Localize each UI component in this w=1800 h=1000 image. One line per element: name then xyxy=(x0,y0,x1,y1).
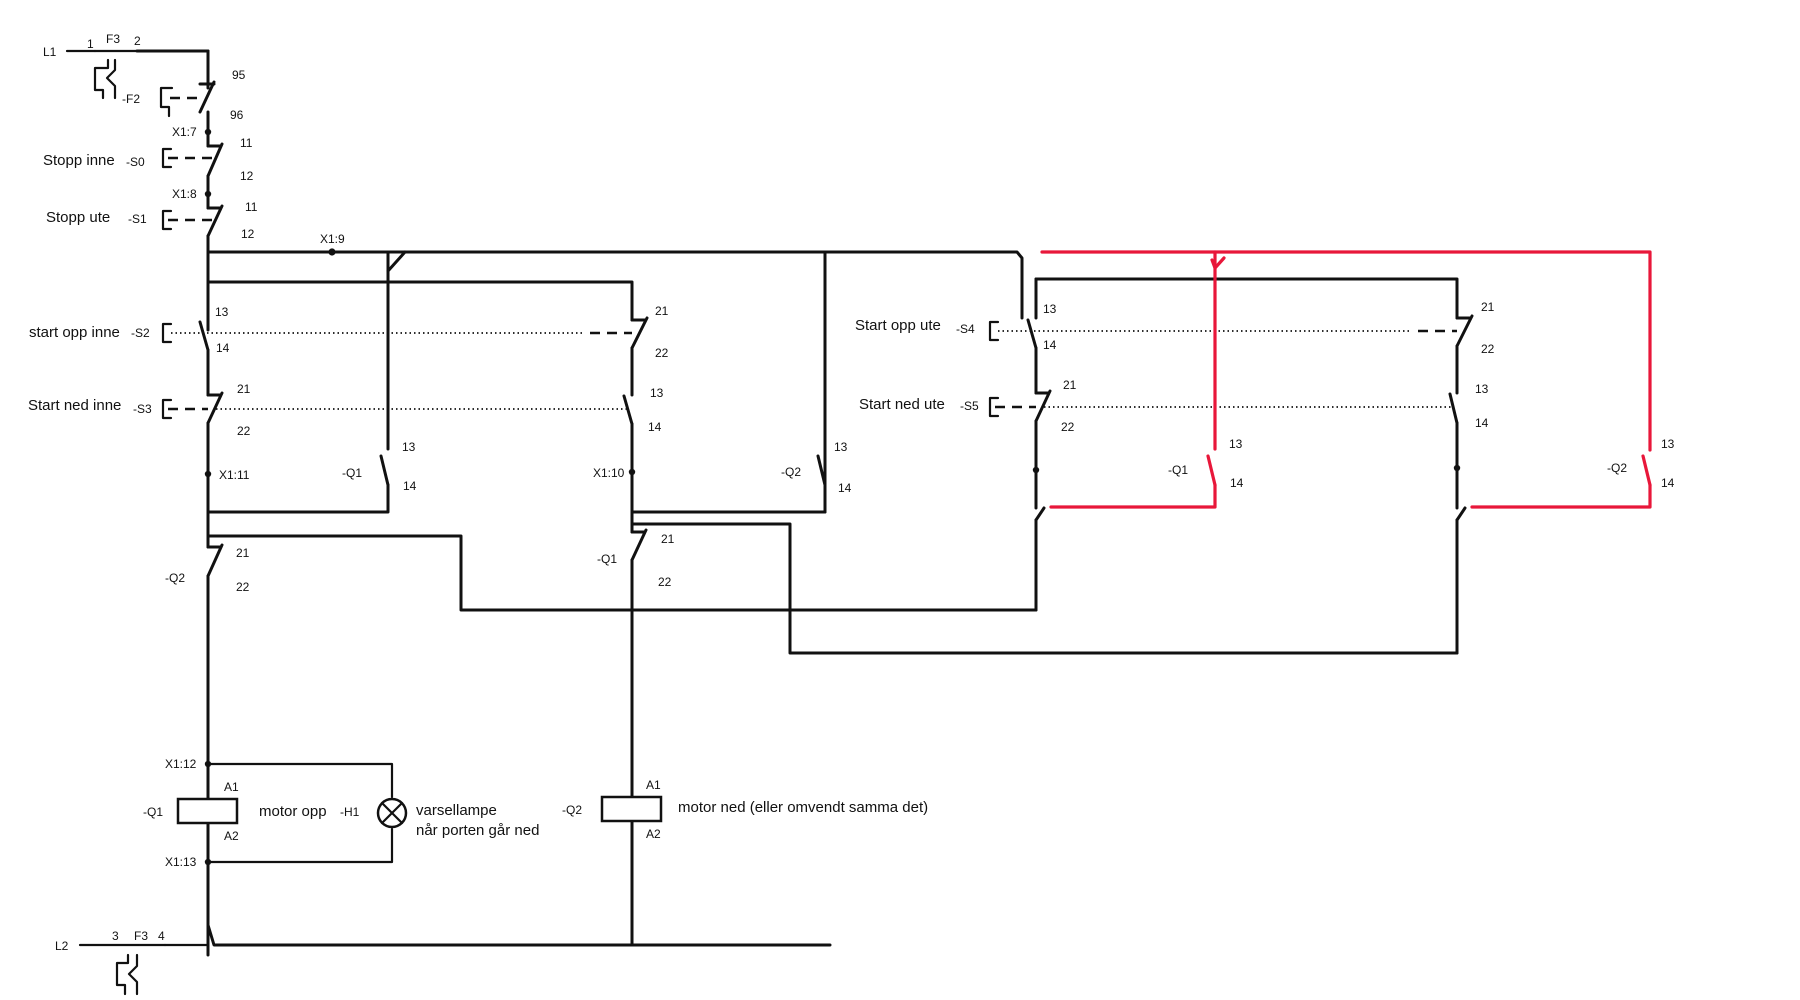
start-down-outside-label: Start ned ute xyxy=(859,396,945,413)
start-down-inside-label: Start ned inne xyxy=(28,397,121,414)
lamp-h1-ref: -H1 xyxy=(340,805,360,819)
labels: L1 1 F3 2 95 -F2 96 X1:7 X1:8 X1:9 X1:11… xyxy=(28,32,1675,953)
fuse-f3-top-label: F3 xyxy=(106,32,120,46)
start-down-inside-ref: -S3 xyxy=(133,402,152,416)
s5-t13: 13 xyxy=(1475,382,1489,396)
q2-hold-t14: 14 xyxy=(838,481,852,495)
stop-outside-switch xyxy=(161,204,224,238)
stop-inside-ref: -S0 xyxy=(126,155,145,169)
s2-t22: 22 xyxy=(655,346,669,360)
terminal-x111: X1:11 xyxy=(219,468,250,482)
s5-t21: 21 xyxy=(1063,378,1077,392)
coil-q2-ref: -Q2 xyxy=(562,803,582,817)
start-up-outside-ref: -S4 xyxy=(956,322,975,336)
q1-hold-t13: 13 xyxy=(402,440,416,454)
stop-outside-label: Stopp ute xyxy=(46,209,110,226)
s3-t22: 22 xyxy=(237,424,251,438)
terminal-x18: X1:8 xyxy=(172,187,197,201)
start-down-outside-ref: -S5 xyxy=(960,399,979,413)
terminal-x19: X1:9 xyxy=(320,232,345,246)
q1-hold2-t13: 13 xyxy=(1229,437,1243,451)
coil-q2 xyxy=(600,795,663,823)
coil-q1-a2: A2 xyxy=(224,829,239,843)
q2-interlock-t22: 22 xyxy=(236,580,250,594)
s3-t21: 21 xyxy=(237,382,251,396)
s4-t22: 22 xyxy=(1481,342,1495,356)
f2-t96: 96 xyxy=(230,108,244,122)
s1-t12: 12 xyxy=(241,227,255,241)
coil-q2-label: motor ned (eller omvendt samma det) xyxy=(678,799,928,816)
q1-hold2-t14: 14 xyxy=(1230,476,1244,490)
q1-interlock-ref: -Q1 xyxy=(597,552,617,566)
f2-t95: 95 xyxy=(232,68,246,82)
supply-l1 xyxy=(65,49,210,100)
l1-label: L1 xyxy=(43,45,57,59)
s5-t22: 22 xyxy=(1061,420,1075,434)
fuse-terminal-4: 4 xyxy=(158,929,165,943)
terminal-x110: X1:10 xyxy=(593,466,625,480)
s3-t14: 14 xyxy=(648,420,662,434)
coil-q2-a1: A1 xyxy=(646,778,661,792)
fuse-terminal-3: 3 xyxy=(112,929,119,943)
q2-hold2-t13: 13 xyxy=(1661,437,1675,451)
s0-t11: 11 xyxy=(240,136,253,150)
q2-interlock-ref: -Q2 xyxy=(165,571,185,585)
fuse-f3-top-symbol xyxy=(93,58,117,100)
s4-t13: 13 xyxy=(1043,302,1057,316)
overload-f2 xyxy=(159,80,216,148)
lamp-label-line1: varsellampe xyxy=(416,802,497,819)
q2-hold2-t14: 14 xyxy=(1661,476,1675,490)
junction-nodes xyxy=(204,128,1461,866)
start-up-inside-label: start opp inne xyxy=(29,324,120,341)
coil-q1-ref: -Q1 xyxy=(143,805,163,819)
q1-hold-t14: 14 xyxy=(403,479,417,493)
terminal-x17: X1:7 xyxy=(172,125,197,139)
stop-inside-label: Stopp inne xyxy=(43,152,115,169)
s2-t14: 14 xyxy=(216,341,230,355)
f2-ref: -F2 xyxy=(122,92,140,106)
fuse-f3-bottom-symbol xyxy=(115,953,139,996)
start-up-outside-label: Start opp ute xyxy=(855,317,941,334)
red-highlight-wiring xyxy=(1040,250,1652,509)
coil-q1 xyxy=(176,797,239,825)
fuse-terminal-1: 1 xyxy=(87,37,94,51)
q1-hold2-ref: -Q1 xyxy=(1168,463,1188,477)
fuse-terminal-2: 2 xyxy=(134,34,141,48)
terminal-x112: X1:12 xyxy=(165,757,197,771)
q2-hold-ref: -Q2 xyxy=(781,465,801,479)
l2-label: L2 xyxy=(55,939,69,953)
s4-t14: 14 xyxy=(1043,338,1057,352)
main-wiring xyxy=(161,234,1474,957)
lamp-label-line2: når porten går ned xyxy=(416,822,539,839)
s3-t13: 13 xyxy=(650,386,664,400)
s4-t21: 21 xyxy=(1481,300,1495,314)
terminal-x113: X1:13 xyxy=(165,855,197,869)
s1-t11: 11 xyxy=(245,200,258,214)
s0-t12: 12 xyxy=(240,169,254,183)
coil-q1-a1: A1 xyxy=(224,780,239,794)
s2-t21: 21 xyxy=(655,304,669,318)
s2-t13: 13 xyxy=(215,305,229,319)
q1-interlock-t22: 22 xyxy=(658,575,672,589)
lamp-h1 xyxy=(376,797,408,829)
q1-interlock-t21: 21 xyxy=(661,532,675,546)
coil-q2-a2: A2 xyxy=(646,827,661,841)
start-up-inside-ref: -S2 xyxy=(131,326,150,340)
q2-hold-t13: 13 xyxy=(834,440,848,454)
supply-l2 xyxy=(78,943,210,996)
s5-t14: 14 xyxy=(1475,416,1489,430)
coil-q1-label: motor opp xyxy=(259,803,327,820)
q1-hold-ref: -Q1 xyxy=(342,466,362,480)
q2-interlock-t21: 21 xyxy=(236,546,250,560)
fuse-f3-bottom-label: F3 xyxy=(134,929,148,943)
q2-hold2-ref: -Q2 xyxy=(1607,461,1627,475)
stop-outside-ref: -S1 xyxy=(128,212,147,226)
